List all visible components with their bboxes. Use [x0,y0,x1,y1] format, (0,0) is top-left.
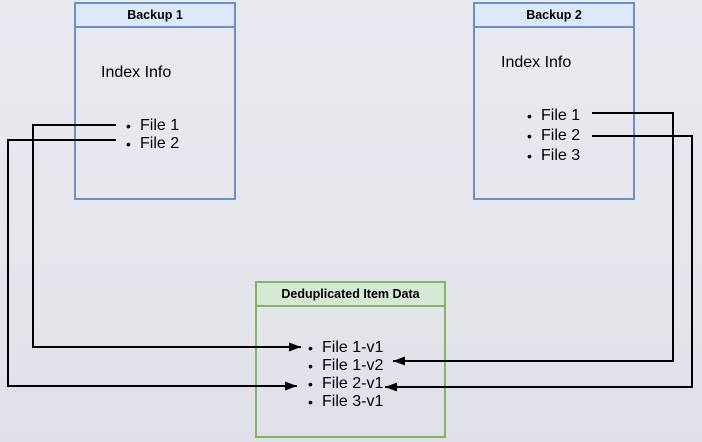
file-label: File 2 [541,127,581,144]
backup1-index-info-label: Index Info [101,64,172,81]
bullet-icon: • [527,128,532,144]
bullet-icon: • [308,358,313,374]
dedup-file-list: • File 1-v1 • File 1-v2 • File 2-v1 • File 3-v1 [306,339,383,411]
backup2-index-info-label: Index Info [501,54,572,71]
bullet-icon: • [308,394,313,410]
backup1-title: Backup 1 [76,4,234,28]
backup2-file-list: • File 1 • File 2 • File 3 [525,106,580,166]
backup2-title: Backup 2 [475,4,633,28]
deduplicated-item-data-box: Deduplicated Item Data • File 1-v1 • File 1… [255,281,446,438]
file-label: File 3 [541,147,581,164]
file-label: File 2-v1 [322,375,384,392]
file-label: File 1-v2 [322,357,384,374]
file-item: • File 1-v1 [306,339,383,357]
file-label: File 1-v1 [322,339,384,356]
file-label: File 1 [140,117,180,134]
file-item: • File 2 [525,126,580,146]
file-item: • File 2-v1 [306,375,383,393]
dedup-title: Deduplicated Item Data [257,283,444,307]
bullet-icon: • [308,340,313,356]
file-label: File 3-v1 [322,393,384,410]
file-item: • File 1 [124,117,179,135]
bullet-icon: • [126,118,131,134]
file-item: • File 3 [525,146,580,166]
bullet-icon: • [527,108,532,124]
bullet-icon: • [308,376,313,392]
bullet-icon: • [126,136,131,152]
backup2-box: Backup 2 Index Info • File 1 • File 2 • File … [473,2,635,200]
file-item: • File 1 [525,106,580,126]
file-item: • File 2 [124,135,179,153]
backup1-box: Backup 1 Index Info • File 1 • File 2 [74,2,236,200]
file-label: File 2 [140,135,180,152]
file-item: • File 1-v2 [306,357,383,375]
file-item: • File 3-v1 [306,393,383,411]
backup1-file-list: • File 1 • File 2 [124,117,179,153]
bullet-icon: • [527,148,532,164]
file-label: File 1 [541,107,581,124]
